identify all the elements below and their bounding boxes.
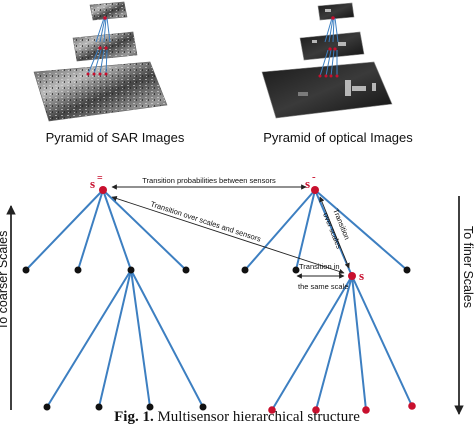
optical-rays: [319, 17, 339, 77]
tree-node: [95, 403, 103, 411]
label-s: s: [359, 268, 364, 283]
tree-node-red: [408, 402, 416, 410]
label-same-scale-2: the same scale: [298, 282, 348, 291]
node-s-minus: [311, 186, 319, 194]
sar-tree-edges: [25, 189, 204, 408]
tree-node: [43, 403, 51, 411]
label-s-minus: s: [305, 176, 310, 191]
label-finer-scales: To finer Scales: [461, 226, 474, 308]
sar-rays: [87, 17, 111, 75]
figure-caption: Fig. 1. Multisensor hierarchical structu…: [114, 409, 360, 425]
optical-level-top: [317, 2, 355, 21]
tree-node: [199, 403, 207, 411]
node-s: [348, 272, 356, 280]
tree-node: [74, 266, 82, 274]
label-s-bar: s: [90, 176, 95, 191]
label-s-bar-mark: =: [97, 173, 103, 184]
tree-node: [241, 266, 249, 274]
label-s-minus-mark: -: [312, 171, 316, 183]
label-over-scales-sensors: Transition over scales and sensors: [149, 199, 262, 243]
caption-text: Multisensor hierarchical structure: [154, 409, 361, 425]
label-same-scale-1: Transition in: [299, 262, 340, 271]
sar-pyramid: [33, 1, 168, 122]
tree-node: [146, 403, 154, 411]
tree-node: [127, 266, 135, 274]
node-s-bar: [99, 186, 107, 194]
sar-pyramid-label: Pyramid of SAR Images: [46, 130, 185, 145]
tree-node-red: [312, 406, 320, 414]
optical-pyramid: [261, 2, 393, 119]
arrow-over-scales-sensors: [111, 195, 345, 275]
tree-node: [22, 266, 30, 274]
label-between-sensors: Transition probabilities between sensors: [142, 176, 276, 185]
tree-node: [403, 266, 411, 274]
arrow-over-scales: [319, 196, 350, 269]
caption-fig: Fig. 1.: [114, 409, 154, 425]
tree-node: [182, 266, 190, 274]
optical-level-middle: [299, 31, 365, 61]
optical-pyramid-label: Pyramid of optical Images: [263, 130, 413, 145]
label-coarser-scales: To coarser Scales: [0, 231, 10, 330]
tree-node-red: [268, 406, 276, 414]
tree-node-red: [362, 406, 370, 414]
